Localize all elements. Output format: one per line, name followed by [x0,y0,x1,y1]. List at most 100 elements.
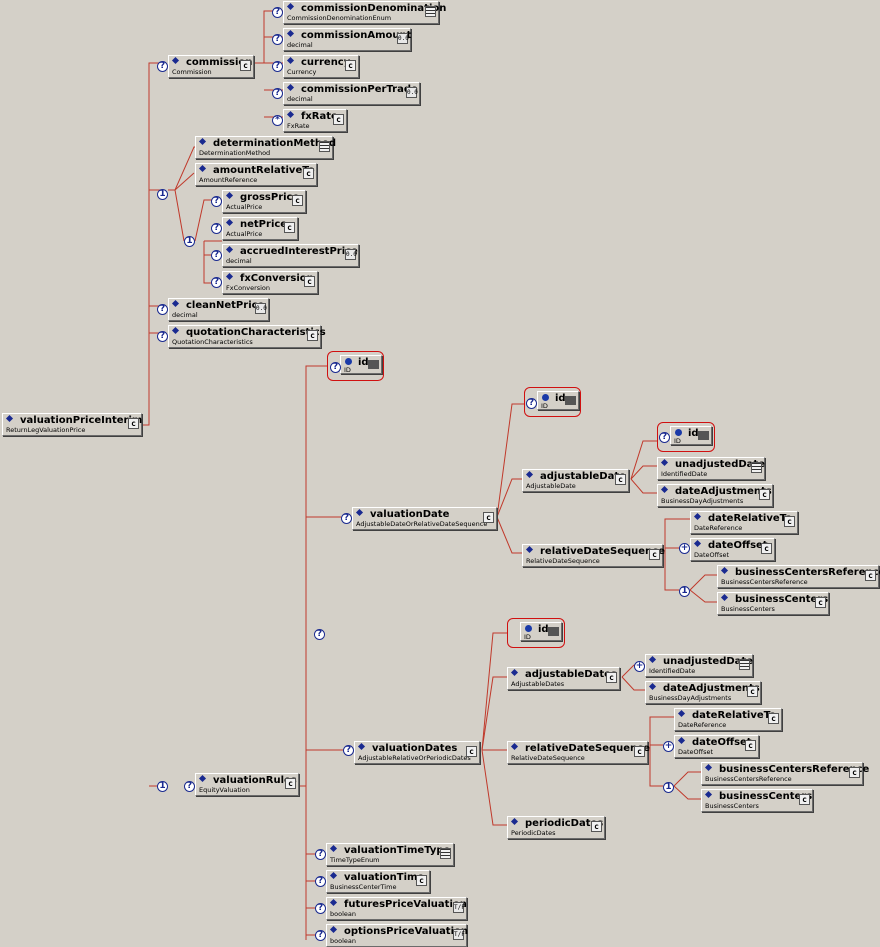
node-name: dateRelativeTo [708,513,792,524]
node-name: dateOffset [708,540,768,551]
complex-type-icon: c [768,713,779,724]
complex-type-icon: c [865,570,876,581]
connector-line [496,478,522,518]
node-type: EquityValuation [199,786,250,794]
decimal-type-icon: 0.0 [406,87,418,98]
complex-type-icon: c [615,474,626,485]
node-name: id [538,624,549,635]
connector-line [168,146,195,191]
node-name: optionsPriceValuation [344,926,469,937]
decimal-type-icon: 0.0 [345,249,357,260]
node-name: businessCenters [719,791,813,802]
occurrence-optional-icon: ? [659,432,670,443]
node-type: BusinessCenters [705,802,759,810]
occurrence-one-icon: 1 [663,782,674,793]
connector-line [664,518,690,553]
attribute-highlight-frame [507,618,565,648]
element-diamond-icon [286,110,295,119]
node-name: grossPrice [240,192,300,203]
element-diamond-icon [225,218,234,227]
node-type: RelativeDateSequence [511,754,585,762]
node-name: amountRelativeTo [213,165,315,176]
element-diamond-icon [225,245,234,254]
element-diamond-icon [329,925,338,934]
node-type: BusinessDayAdjustments [661,497,744,505]
occurrence-optional-icon: ? [315,930,326,941]
complex-type-icon: c [815,597,826,608]
connector-line [496,516,522,554]
complex-type-icon: c [285,778,296,789]
node-name: cleanNetPrice [186,300,265,311]
occurrence-optional-icon: ? [157,61,168,72]
node-type: ActualPrice [226,203,263,211]
node-name: valuationDate [370,509,450,520]
attribute-type-icon [565,396,576,405]
element-diamond-icon [660,458,669,467]
node-name: businessCentersReference [719,764,870,775]
node-type: decimal [172,311,198,319]
node-type: AdjustableDateOrRelativeDateSequence [356,520,488,528]
occurrence-optional-icon: ? [211,196,222,207]
node-type: DateReference [694,524,743,532]
node-type: AdjustableDates [511,680,565,688]
node-type: DateReference [678,721,727,729]
occurrence-one-icon: 1 [157,189,168,200]
complex-type-icon: c [759,489,770,500]
enumeration-type-icon [739,659,750,670]
attribute-dot-icon [542,394,549,401]
complex-type-icon: c [466,746,477,757]
node-name: relativeDateSequence [525,743,650,754]
complex-type-icon: c [799,794,810,805]
connector-line [630,478,657,494]
connector-line [496,403,524,518]
complex-type-icon: c [240,60,251,71]
element-diamond-icon [693,512,702,521]
node-type: BusinessDayAdjustments [649,694,732,702]
complex-type-icon: c [483,512,494,523]
